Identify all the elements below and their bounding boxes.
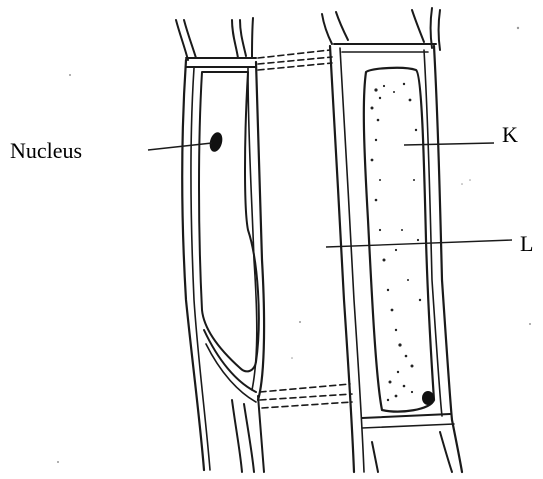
k-label: K: [502, 124, 518, 146]
plasmodesmata-top: [258, 50, 332, 70]
plasmodesmata-bottom: [260, 384, 352, 408]
l-label: L: [520, 233, 533, 255]
l-leader-line: [326, 240, 512, 247]
cytoplasm-stipple: [371, 83, 422, 401]
k-leader-line: [404, 143, 494, 145]
right-cell-nucleus: [422, 391, 434, 405]
nucleus-label: Nucleus: [10, 140, 82, 162]
nucleus-blob: [208, 131, 225, 153]
left-cell: [176, 18, 264, 472]
nucleus-leader-line: [148, 143, 212, 150]
